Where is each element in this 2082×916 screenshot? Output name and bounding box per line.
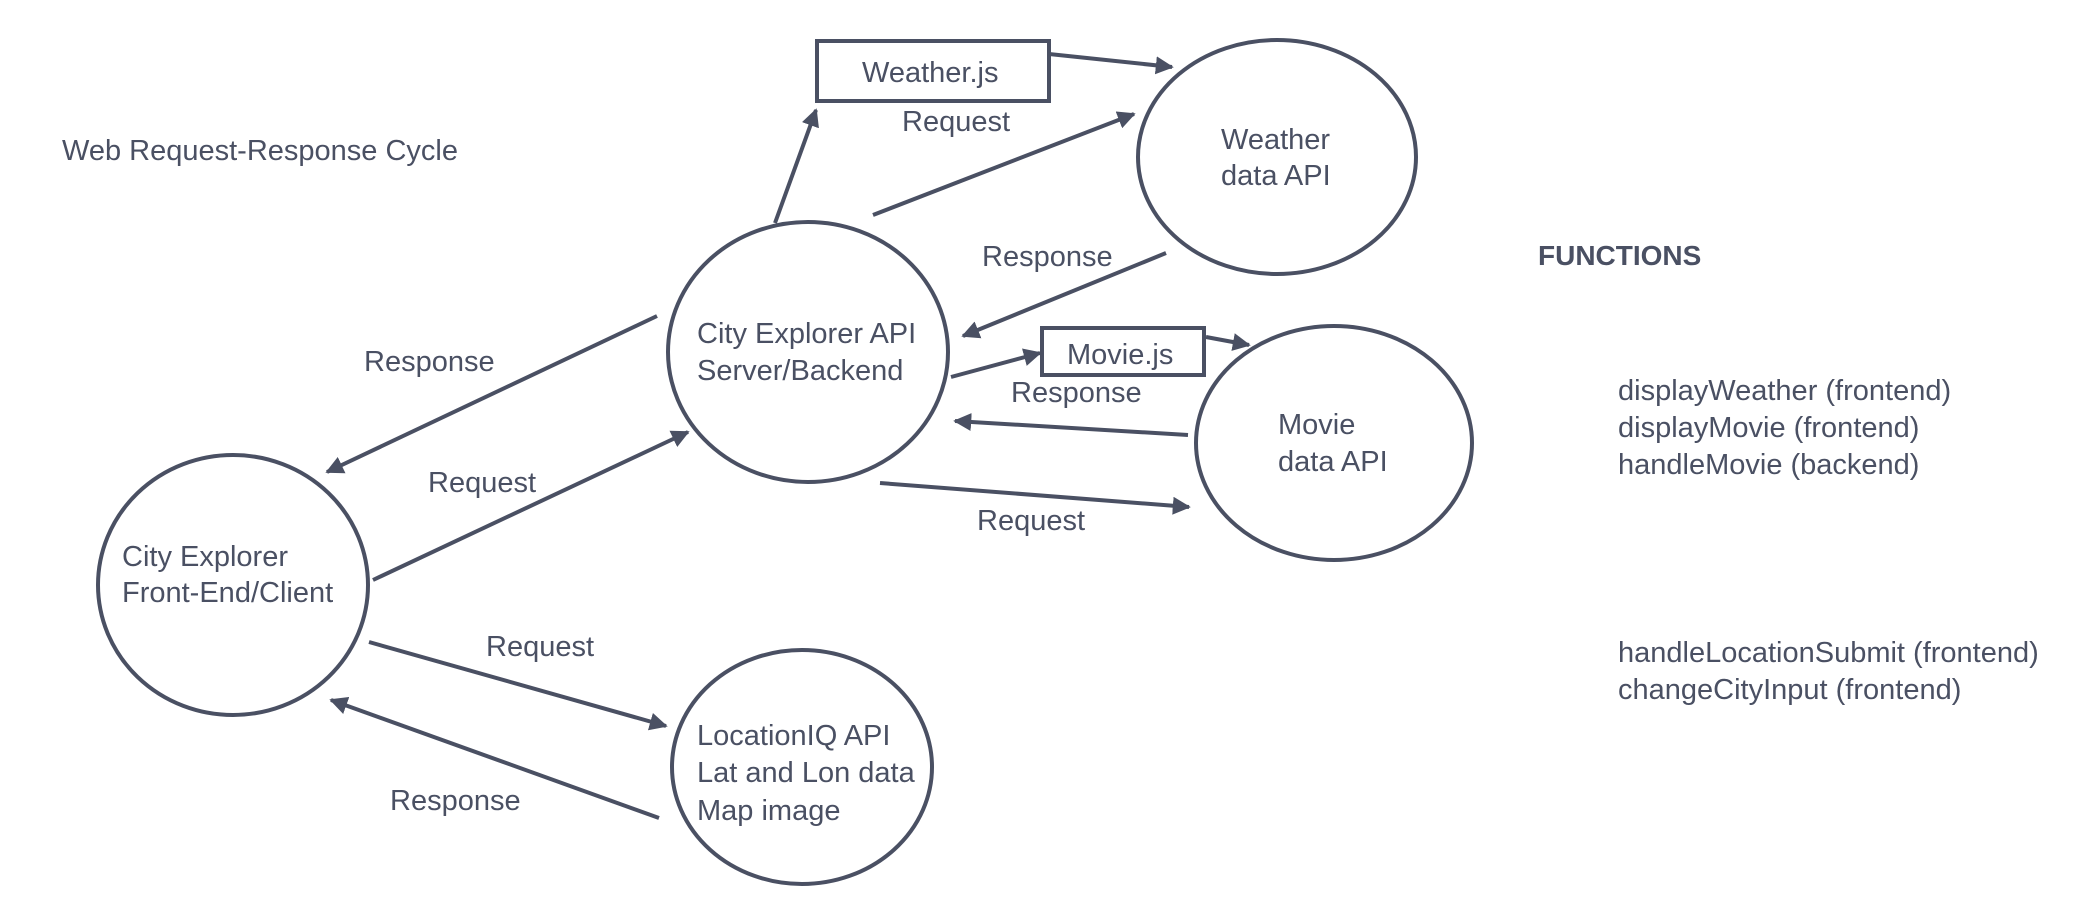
client-label-line-2: Front-End/Client bbox=[122, 577, 333, 609]
arrow-weather-api-to-server bbox=[961, 251, 1167, 339]
server-node-label: City Explorer API Server/Backend bbox=[697, 318, 924, 387]
function-item: displayMovie (frontend) bbox=[1618, 412, 1919, 444]
weather-module-label: Weather.js bbox=[862, 57, 998, 89]
movie-module-box bbox=[1040, 326, 1206, 377]
client-label-line-1: City Explorer bbox=[122, 541, 288, 573]
functions-group-1: displayWeather (frontend) displayMovie (… bbox=[1618, 375, 1959, 481]
label-server-to-weather: Request bbox=[902, 106, 1010, 138]
movie-api-label-line-1: Movie bbox=[1278, 409, 1355, 441]
movie-api-node bbox=[1194, 324, 1474, 562]
label-client-to-server: Request bbox=[428, 467, 536, 499]
weather-api-label-line-2: data API bbox=[1221, 160, 1331, 192]
arrow-movie-api-to-server bbox=[953, 412, 1189, 437]
label-weather-to-server: Response bbox=[982, 241, 1113, 273]
arrow-movie-module-to-movie-api bbox=[1205, 333, 1251, 351]
label-server-to-client: Response bbox=[364, 346, 495, 378]
location-api-label-line-2: Lat and Lon data bbox=[697, 757, 916, 789]
server-label-line-1: City Explorer API bbox=[697, 318, 916, 350]
server-label-line-2: Server/Backend bbox=[697, 355, 903, 387]
arrow-weather-module-to-weather-api bbox=[1048, 52, 1174, 75]
label-client-to-location: Request bbox=[486, 631, 594, 663]
movie-api-label-line-2: data API bbox=[1278, 446, 1388, 478]
server-node bbox=[666, 220, 950, 484]
functions-group-2: handleLocationSubmit (frontend) changeCi… bbox=[1618, 637, 2047, 706]
location-api-label-line-3: Map image bbox=[697, 795, 840, 827]
movie-module-label: Movie.js bbox=[1067, 339, 1173, 371]
client-node bbox=[96, 453, 370, 717]
label-location-to-client: Response bbox=[390, 785, 521, 817]
weather-api-node bbox=[1136, 38, 1418, 276]
function-item: changeCityInput (frontend) bbox=[1618, 674, 1961, 706]
diagram-title: Web Request-Response Cycle bbox=[62, 135, 458, 167]
arrow-server-to-movie-api bbox=[879, 481, 1191, 515]
weather-api-label-line-1: Weather bbox=[1221, 124, 1330, 156]
arrow-location-to-client bbox=[329, 697, 660, 820]
function-item: handleMovie (backend) bbox=[1618, 449, 1919, 481]
arrow-client-to-location bbox=[368, 640, 668, 731]
arrow-client-to-server bbox=[372, 430, 690, 582]
arrow-server-to-client bbox=[325, 314, 658, 474]
function-item: handleLocationSubmit (frontend) bbox=[1618, 637, 2039, 669]
location-api-label-line-1: LocationIQ API bbox=[697, 720, 890, 752]
location-api-node bbox=[670, 648, 934, 886]
client-node-label: City Explorer Front-End/Client bbox=[122, 541, 333, 609]
label-server-to-movie: Request bbox=[977, 505, 1085, 537]
label-movie-to-server: Response bbox=[1011, 377, 1142, 409]
arrow-server-to-weather-api bbox=[872, 111, 1136, 217]
functions-heading: FUNCTIONS bbox=[1538, 240, 1701, 271]
arrow-server-to-weather-module bbox=[773, 108, 819, 224]
arrow-server-to-movie-module bbox=[950, 348, 1042, 379]
weather-api-node-label: Weather data API bbox=[1221, 124, 1338, 192]
function-item: displayWeather (frontend) bbox=[1618, 375, 1951, 407]
weather-module-box bbox=[815, 39, 1051, 103]
movie-api-node-label: Movie data API bbox=[1278, 409, 1388, 478]
location-api-node-label: LocationIQ API Lat and Lon data Map imag… bbox=[697, 720, 923, 827]
